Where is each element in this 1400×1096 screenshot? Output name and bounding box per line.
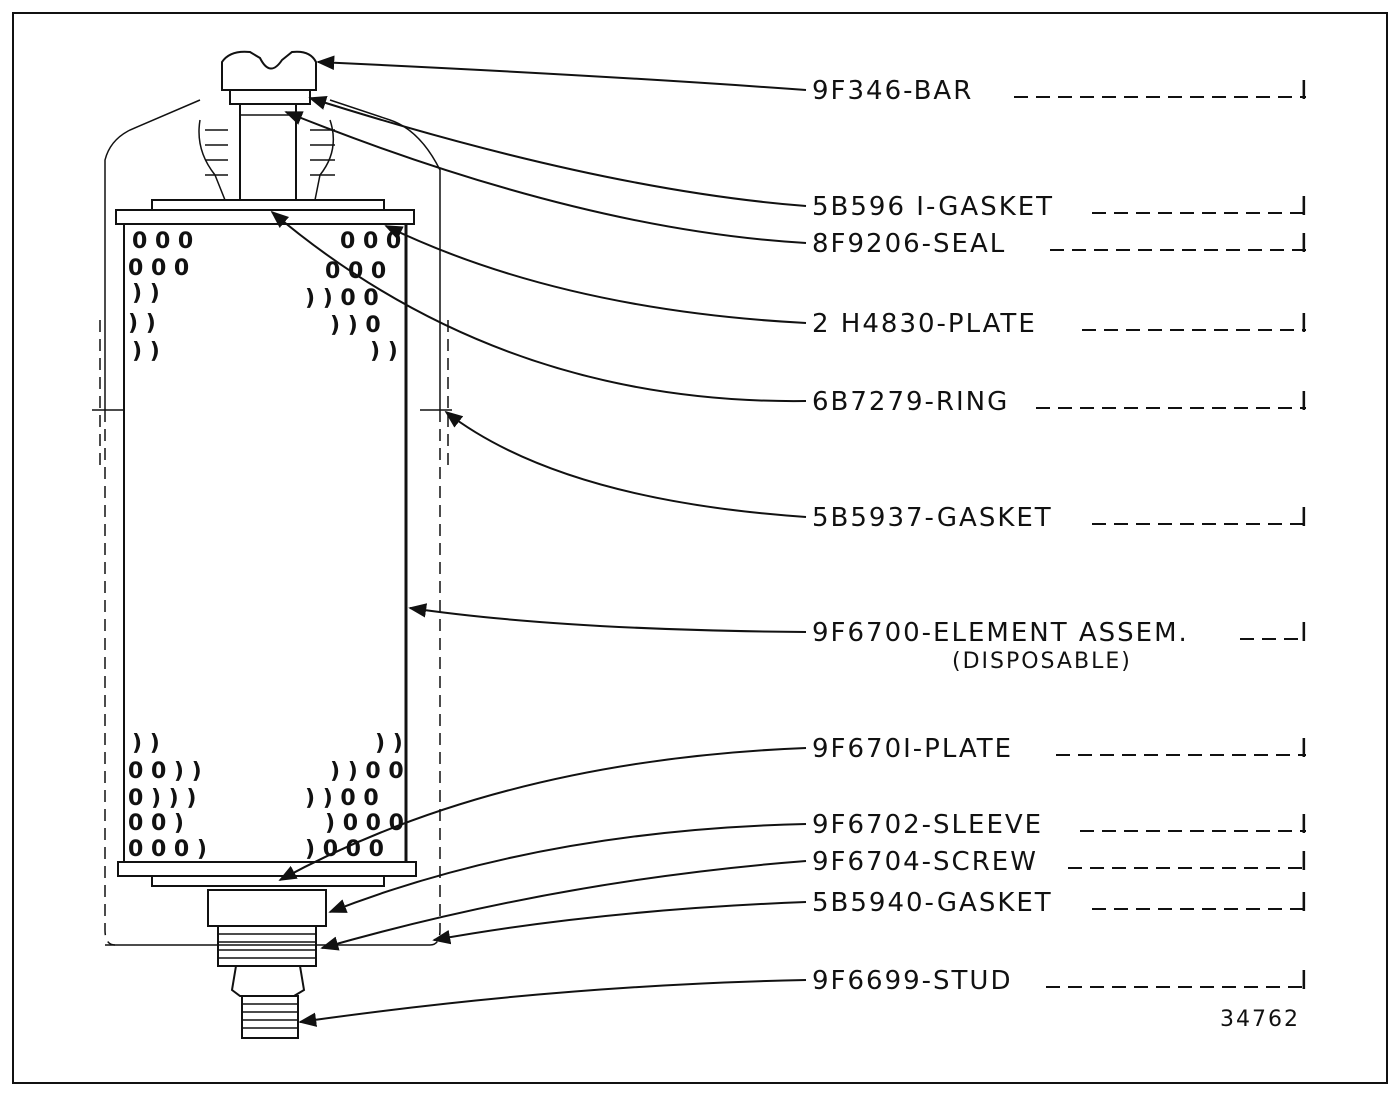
figure-number: 34762: [1220, 1007, 1300, 1032]
callout-bar-label: 9F346-BAR: [812, 76, 973, 106]
svg-text:) ) 0 0: ) ) 0 0: [330, 759, 404, 784]
element-cylinder: 0 0 0 0 0 0 ) ) ) ) ) ) 0 0 0 0 0 0 ) ) …: [123, 224, 408, 862]
quantity-mark: I: [1300, 810, 1310, 840]
callout-stud: 9F6699-STUD I: [812, 966, 1310, 996]
callout-screw-label: 9F6704-SCREW: [812, 847, 1038, 877]
callout-ring: 6B7279-RING I: [812, 387, 1310, 417]
callout-element-label: 9F6700-ELEMENT ASSEM.: [812, 618, 1189, 648]
callout-plate-2-label: 9F670I-PLATE: [812, 734, 1013, 764]
quantity-mark: I: [1300, 966, 1310, 996]
callout-element: 9F6700-ELEMENT ASSEM. I (DISPOSABLE): [812, 618, 1310, 674]
callout-gasket-1: 5B596 I-GASKET I: [812, 192, 1310, 222]
quantity-mark: I: [1300, 76, 1310, 106]
svg-text:0 0 0: 0 0 0: [128, 256, 189, 281]
svg-text:0 0 0: 0 0 0: [325, 259, 386, 284]
center-tube: [198, 103, 335, 201]
quantity-mark: I: [1300, 192, 1310, 222]
svg-text:0 ) ) ): 0 ) ) ): [128, 786, 196, 811]
callout-plate-1-label: 2 H4830-PLATE: [812, 309, 1037, 339]
quantity-mark: I: [1300, 387, 1310, 417]
svg-text:0 0 ): 0 0 ): [128, 811, 184, 836]
callout-list: 9F346-BAR I 5B596 I-GASKET I 8F9206-SEAL…: [812, 76, 1310, 996]
callout-gasket-2-label: 5B5937-GASKET: [812, 503, 1053, 533]
bar-part: [221, 50, 317, 105]
svg-text:) ): ) ): [370, 339, 398, 364]
svg-text:0 0 0 ): 0 0 0 ): [128, 837, 207, 862]
quantity-mark: I: [1300, 888, 1310, 918]
callout-screw: 9F6704-SCREW I: [812, 847, 1310, 877]
svg-text:) ) 0 0: ) ) 0 0: [305, 786, 379, 811]
callout-bar: 9F346-BAR I: [812, 76, 1310, 106]
callout-gasket-1-label: 5B596 I-GASKET: [812, 192, 1054, 222]
top-plate: [115, 199, 415, 225]
leader-lines: [270, 55, 807, 1027]
callout-seal-label: 8F9206-SEAL: [812, 229, 1006, 259]
svg-text:0 0 ) ): 0 0 ) ): [128, 759, 202, 784]
svg-text:) ): ) ): [375, 731, 403, 756]
callout-gasket-3: 5B5940-GASKET I: [812, 888, 1310, 918]
svg-text:) ) 0 0: ) ) 0 0: [305, 286, 379, 311]
callout-gasket-2: 5B5937-GASKET I: [812, 503, 1310, 533]
callout-sleeve-label: 9F6702-SLEEVE: [812, 810, 1043, 840]
svg-text:) ): ) ): [132, 339, 160, 364]
callout-ring-label: 6B7279-RING: [812, 387, 1009, 417]
quantity-mark: I: [1300, 229, 1310, 259]
svg-text:0 0 0: 0 0 0: [132, 229, 193, 254]
quantity-mark: I: [1300, 847, 1310, 877]
callout-stud-label: 9F6699-STUD: [812, 966, 1012, 996]
svg-text:) ): ) ): [132, 281, 160, 306]
quantity-mark: I: [1300, 618, 1310, 648]
bottom-assembly: [117, 861, 417, 1039]
svg-text:) 0 0 0: ) 0 0 0: [305, 837, 384, 862]
callout-sleeve: 9F6702-SLEEVE I: [812, 810, 1310, 840]
figure-frame: [12, 12, 1388, 1084]
quantity-mark: I: [1300, 309, 1310, 339]
quantity-mark: I: [1300, 503, 1310, 533]
svg-text:) ): ) ): [128, 311, 156, 336]
callout-gasket-3-label: 5B5940-GASKET: [812, 888, 1053, 918]
svg-text:) ) 0: ) ) 0: [330, 313, 381, 338]
callout-seal: 8F9206-SEAL I: [812, 229, 1310, 259]
callout-plate-2: 9F670I-PLATE I: [812, 734, 1310, 764]
callout-element-sublabel: (DISPOSABLE): [952, 649, 1132, 674]
svg-text:) 0 0 0: ) 0 0 0: [325, 811, 404, 836]
svg-text:) ): ) ): [132, 731, 160, 756]
quantity-mark: I: [1300, 734, 1310, 764]
svg-text:0 0 0: 0 0 0: [340, 229, 401, 254]
callout-plate-1: 2 H4830-PLATE I: [812, 309, 1310, 339]
